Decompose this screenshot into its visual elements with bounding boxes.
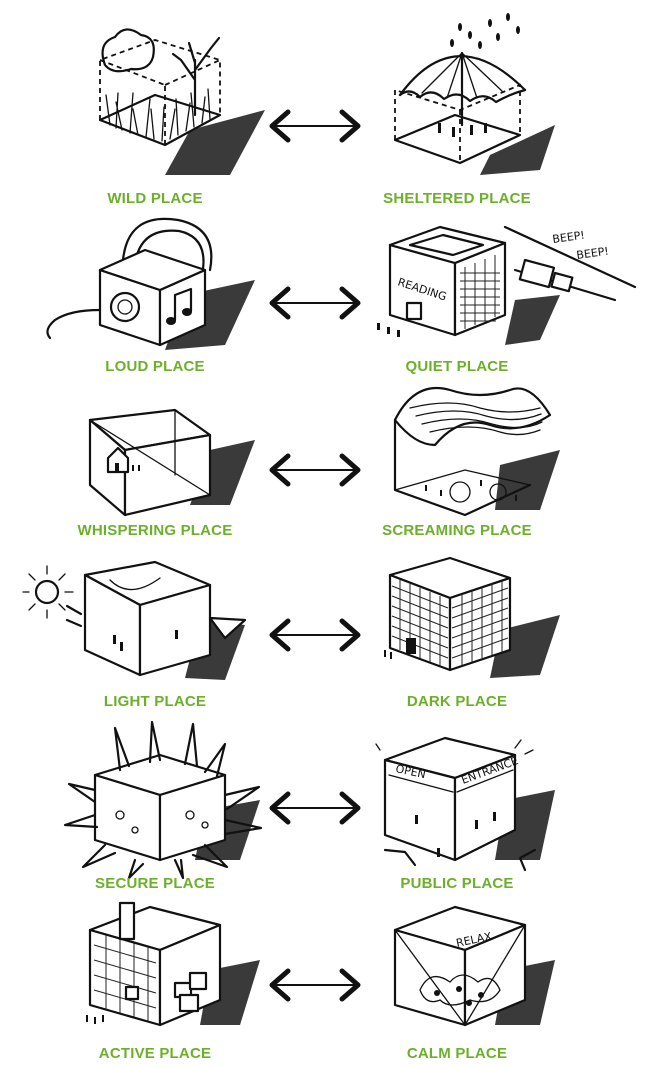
calm-place-cube: RELAX	[385, 895, 565, 1040]
loud-place-label: LOUD PLACE	[25, 358, 285, 375]
light-place-label: LIGHT PLACE	[25, 693, 285, 710]
wild-place-cube	[70, 25, 270, 185]
dark-place-label: DARK PLACE	[327, 693, 587, 710]
light-place-cube	[25, 550, 270, 690]
sheltered-place-cube	[380, 5, 570, 180]
double-headed-arrow-icon	[266, 617, 364, 653]
secure-place-label: SECURE PLACE	[25, 875, 285, 892]
double-headed-arrow-icon	[266, 452, 364, 488]
pair-row-3: WHISPERING PLACE SCREAMING PLACE	[0, 380, 648, 545]
pair-row-5: OPEN ENTRANCE SECURE PLACE PUBLIC PLACE	[0, 720, 648, 895]
wild-place-label: WILD PLACE	[25, 190, 285, 207]
whispering-place-label: WHISPERING PLACE	[25, 522, 285, 539]
pair-row-1: WILD PLACE SHELTERED PLACE	[0, 0, 648, 215]
public-place-cube: OPEN ENTRANCE	[375, 720, 575, 880]
sheltered-place-label: SHELTERED PLACE	[327, 190, 587, 207]
loud-place-cube	[35, 215, 270, 355]
quiet-place-cube: READING BEEP! BEEP!	[365, 215, 640, 355]
double-headed-arrow-icon	[266, 790, 364, 826]
pair-row-2: READING BEEP! BEEP! LOUD PLACE QUIET PLA…	[0, 215, 648, 380]
double-headed-arrow-icon	[266, 285, 364, 321]
beep-text-2: BEEP!	[576, 245, 610, 262]
beep-text-1: BEEP!	[552, 229, 586, 246]
screaming-place-label: SCREAMING PLACE	[327, 522, 587, 539]
whispering-place-cube	[80, 380, 260, 520]
active-place-cube	[80, 895, 270, 1040]
active-place-label: ACTIVE PLACE	[25, 1045, 285, 1062]
secure-place-cube	[65, 720, 270, 880]
pair-row-6: RELAX ACTIVE PLACE CALM PLACE	[0, 895, 648, 1067]
double-headed-arrow-icon	[266, 967, 364, 1003]
double-headed-arrow-icon	[266, 108, 364, 144]
calm-place-label: CALM PLACE	[327, 1045, 587, 1062]
dark-place-cube	[380, 550, 570, 690]
quiet-place-label: QUIET PLACE	[327, 358, 587, 375]
public-place-label: PUBLIC PLACE	[327, 875, 587, 892]
screaming-place-cube	[380, 380, 570, 520]
pair-row-4: LIGHT PLACE DARK PLACE	[0, 545, 648, 720]
